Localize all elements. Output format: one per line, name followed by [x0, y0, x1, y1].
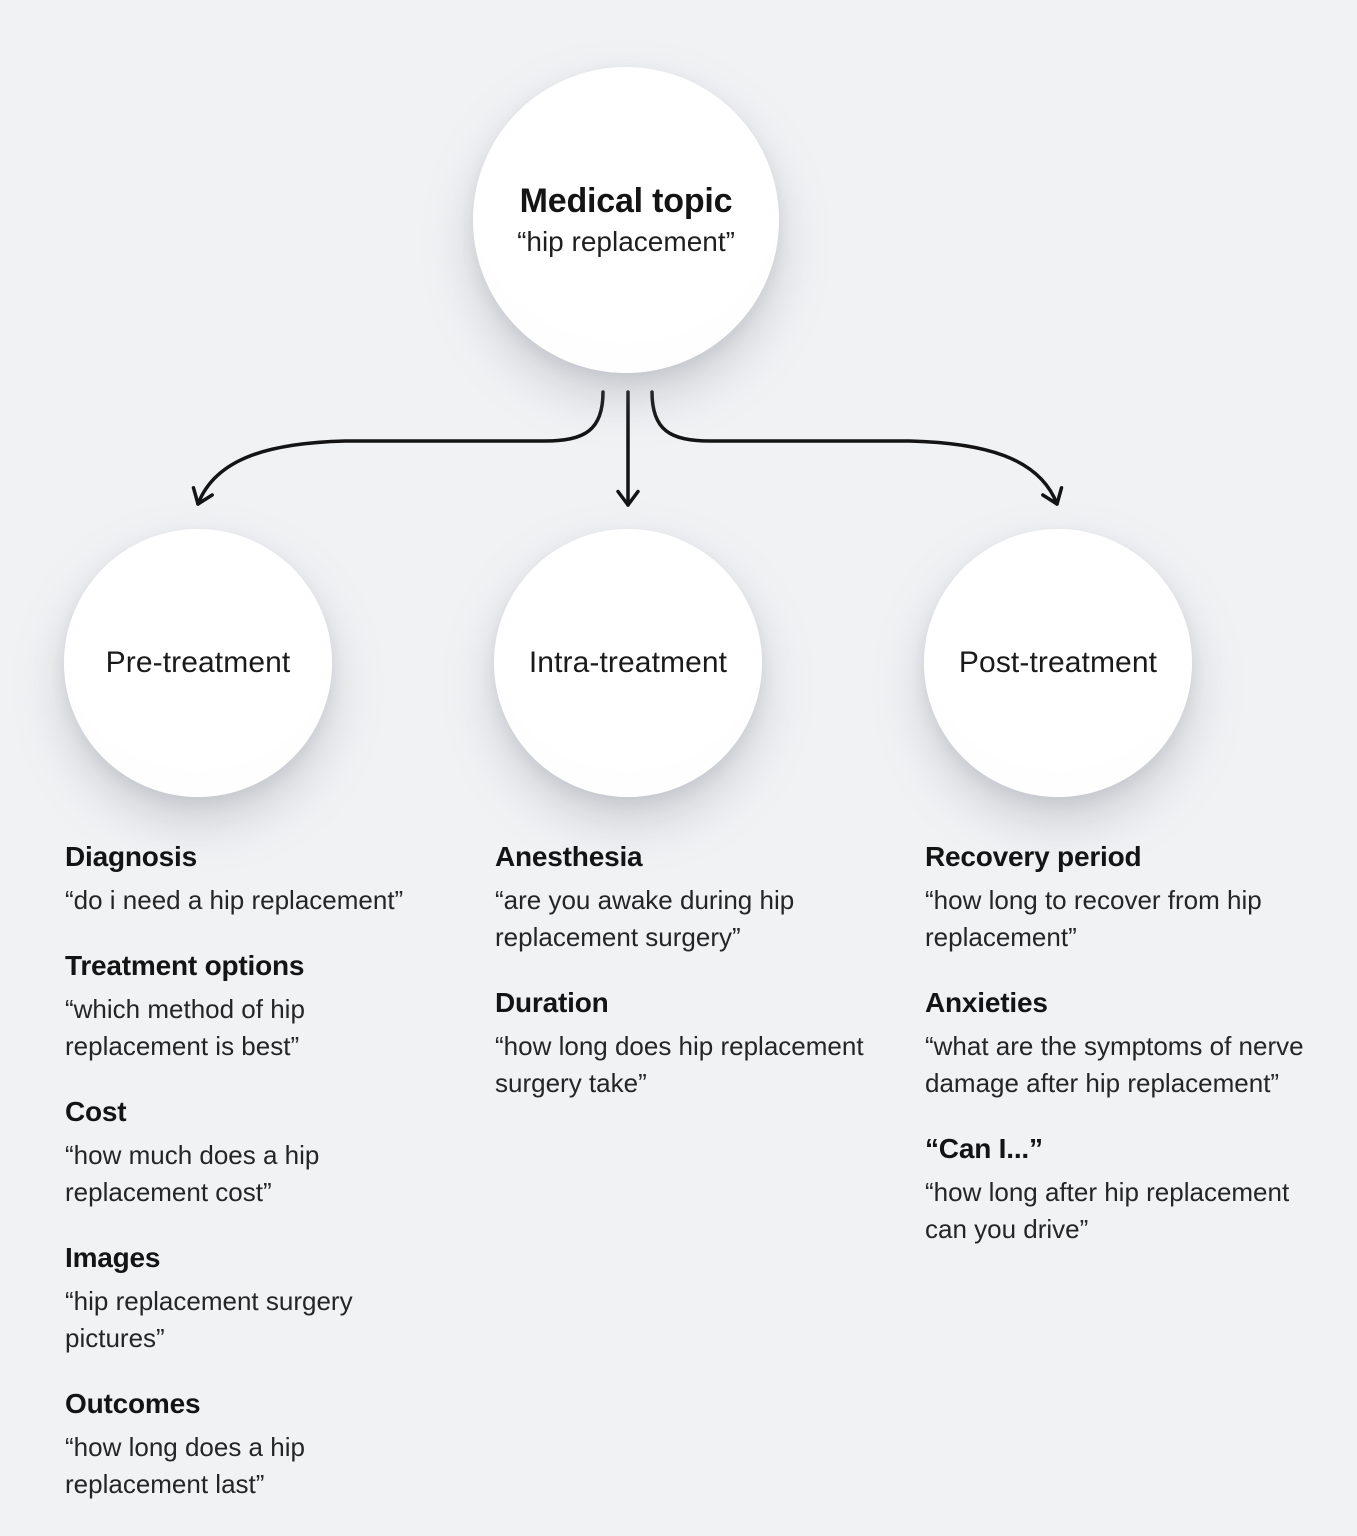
topic-group-can-i: “Can I...” “how long after hip replaceme… — [925, 1130, 1335, 1248]
topic-group-diagnosis: Diagnosis “do i need a hip replacement” — [65, 838, 465, 919]
topic-heading: Images — [65, 1242, 161, 1273]
branch-node-post-treatment: Post-treatment — [924, 529, 1192, 797]
column-post-treatment-topics: Recovery period “how long to recover fro… — [925, 838, 1335, 1276]
example-query: “what are the symptoms of nerve damage a… — [925, 1031, 1304, 1098]
topic-heading: Anesthesia — [495, 841, 643, 872]
topic-group-outcomes: Outcomes “how long does a hip replacemen… — [65, 1385, 465, 1503]
topic-group-recovery-period: Recovery period “how long to recover fro… — [925, 838, 1335, 956]
topic-heading: Outcomes — [65, 1388, 201, 1419]
example-query: “do i need a hip replacement” — [65, 885, 404, 915]
topic-heading: Anxieties — [925, 987, 1048, 1018]
branch-label: Post-treatment — [958, 646, 1158, 679]
topic-heading: Recovery period — [925, 841, 1142, 872]
example-query: “how long to recover from hip replacemen… — [925, 885, 1262, 952]
root-node-title: Medical topic — [519, 182, 733, 220]
example-query: “how long does a hip replacement last” — [65, 1432, 305, 1499]
topic-group-anesthesia: Anesthesia “are you awake during hip rep… — [495, 838, 905, 956]
example-query: “are you awake during hip replacement su… — [495, 885, 795, 952]
topic-group-cost: Cost “how much does a hip replacement co… — [65, 1093, 465, 1211]
topic-group-anxieties: Anxieties “what are the symptoms of nerv… — [925, 984, 1335, 1102]
column-pre-treatment-topics: Diagnosis “do i need a hip replacement” … — [65, 838, 465, 1531]
branch-node-intra-treatment: Intra-treatment — [494, 529, 762, 797]
example-query: “which method of hip replacement is best… — [65, 994, 305, 1061]
column-intra-treatment-topics: Anesthesia “are you awake during hip rep… — [495, 838, 905, 1130]
branch-label: Pre-treatment — [105, 646, 291, 679]
example-query: “how long does hip replacement surgery t… — [495, 1031, 864, 1098]
topic-group-images: Images “hip replacement surgery pictures… — [65, 1239, 465, 1357]
topic-heading: Duration — [495, 987, 609, 1018]
root-node-medical-topic: Medical topic “hip replacement” — [473, 67, 779, 373]
topic-heading: Diagnosis — [65, 841, 198, 872]
topic-heading: Treatment options — [65, 950, 305, 981]
topic-heading: “Can I...” — [925, 1133, 1043, 1164]
root-node-subtitle: “hip replacement” — [517, 226, 735, 257]
branch-label: Intra-treatment — [528, 646, 728, 679]
topic-group-treatment-options: Treatment options “which method of hip r… — [65, 947, 465, 1065]
topic-heading: Cost — [65, 1096, 127, 1127]
topic-group-duration: Duration “how long does hip replacement … — [495, 984, 905, 1102]
example-query: “how long after hip replacement can you … — [925, 1177, 1290, 1244]
arrow-root-to-post-treatment — [650, 390, 1064, 506]
example-query: “hip replacement surgery pictures” — [65, 1286, 353, 1353]
branch-node-pre-treatment: Pre-treatment — [64, 529, 332, 797]
example-query: “how much does a hip replacement cost” — [65, 1140, 320, 1207]
arrow-root-to-pre-treatment — [191, 390, 605, 506]
